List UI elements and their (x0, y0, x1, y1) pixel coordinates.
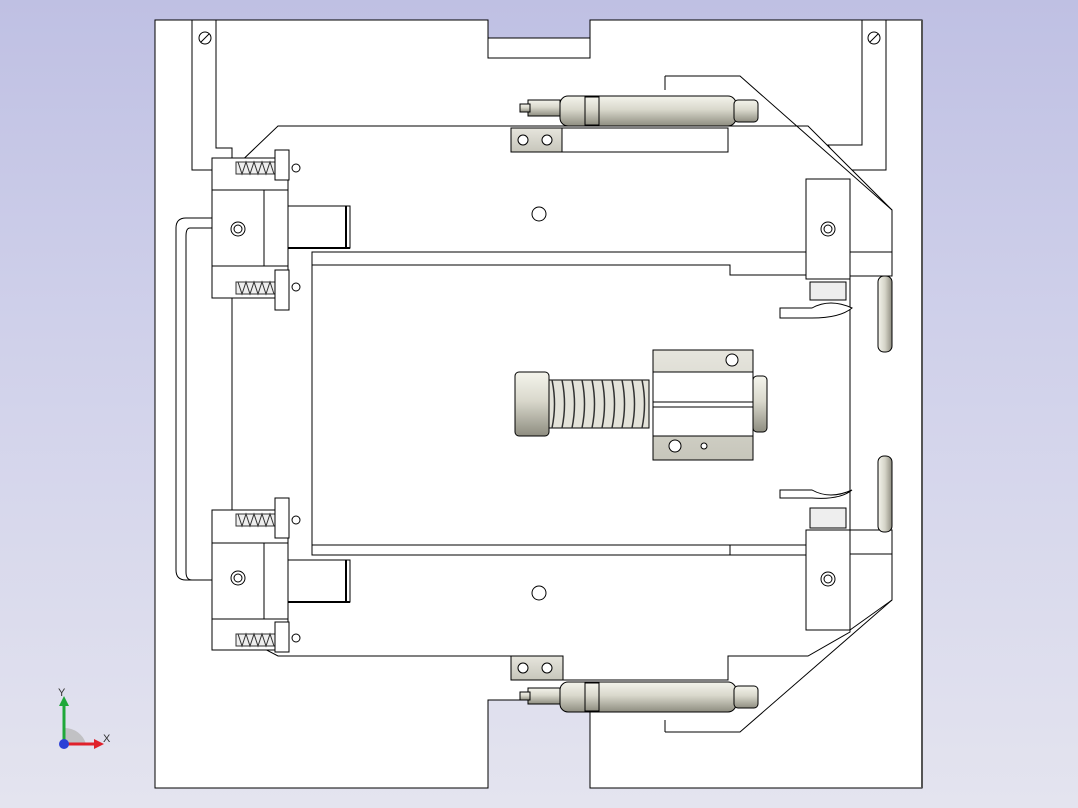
center-cap (514, 371, 550, 437)
right-guide-bottom (665, 599, 893, 733)
pin-upper (877, 275, 893, 353)
jaw-lower (779, 489, 853, 499)
locator-hole-bottom (531, 585, 547, 601)
left-clamp-upper (211, 189, 289, 267)
left-clamp-lower (211, 542, 289, 620)
pin-lower (877, 455, 893, 533)
center-spring (548, 379, 650, 429)
right-guide (665, 75, 893, 211)
jaw-upper (779, 302, 853, 319)
triad-x-label: X (103, 733, 111, 745)
top-slot (487, 37, 591, 59)
triad-y-label: Y (58, 687, 66, 699)
locator-hole-top (531, 206, 547, 222)
left-rail (175, 217, 213, 581)
view-orientation-triad-icon (59, 696, 104, 749)
